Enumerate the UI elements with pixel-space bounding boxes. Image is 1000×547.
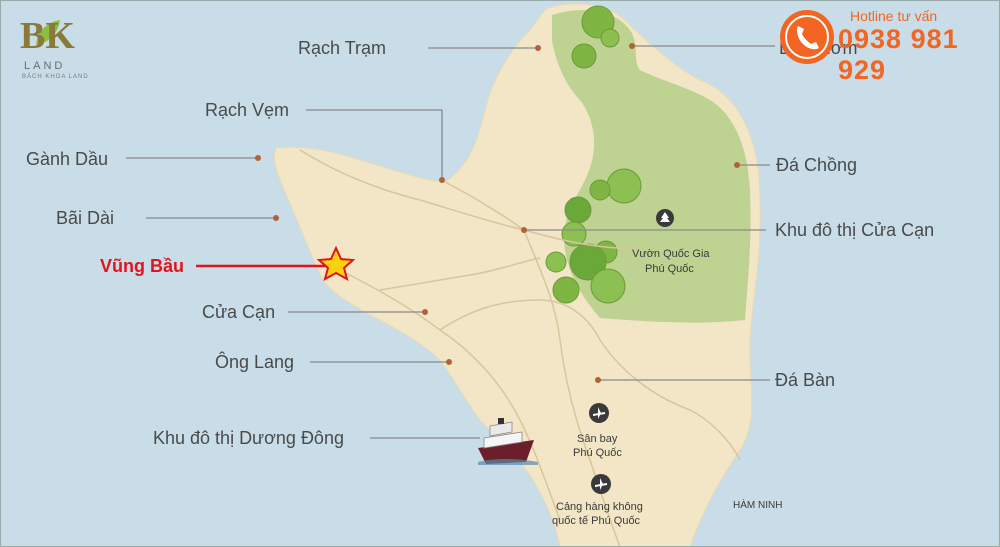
leaf-icon (36, 20, 60, 44)
label-bai-dai: Bãi Dài (56, 208, 114, 228)
label-ham-ninh: HÀM NINH (733, 498, 782, 511)
label-rach-tram: Rạch Trạm (298, 38, 386, 58)
label-rach-vem: Rạch Vẹm (205, 100, 289, 120)
logo-subtitle: BÁCH KHOA LAND (22, 74, 89, 80)
airport-name-line2: Phú Quốc (573, 447, 622, 459)
park-name-line2: Phú Quốc (645, 263, 694, 275)
star-icon (316, 245, 356, 282)
label-ganh-dau: Gành Dầu (26, 149, 108, 169)
intl-airport-line2: quốc tế Phú Quốc (552, 515, 641, 527)
label-cua-can: Cửa Cạn (202, 302, 275, 322)
hotline-title: Hotline tư vấn (850, 8, 938, 24)
location-dots (255, 43, 740, 383)
ship-icon (478, 418, 538, 465)
intl-airport-line1: Cảng hàng không (556, 501, 643, 513)
park-name-line1: Vườn Quốc Gia (632, 248, 710, 260)
leader-lines (126, 45, 775, 439)
label-ong-lang: Ông Lang (215, 351, 294, 372)
airport-name-line1: Sân bay (577, 433, 618, 445)
label-da-chong: Đá Chồng (776, 155, 857, 175)
bk-land-logo: BK LAND BÁCH KHOA LAND (14, 12, 94, 84)
label-khu-do-thi-duong-dong: Khu đô thị Dương Đông (153, 428, 344, 448)
tree-icon (656, 209, 674, 227)
label-khu-do-thi-cua-can: Khu đô thị Cửa Cạn (775, 220, 934, 240)
tree-cluster (545, 5, 642, 304)
label-vung-bau: Vũng Bầu (100, 256, 184, 276)
plane-icon-intl (591, 474, 611, 494)
plane-icon (589, 403, 609, 423)
phone-icon (780, 10, 834, 64)
label-da-ban: Đá Bàn (775, 370, 835, 390)
hotline-number[interactable]: 0938 981 929 (838, 24, 959, 85)
road-network (299, 149, 741, 547)
logo-letters: BK (20, 15, 75, 57)
logo-word: LAND (24, 60, 66, 72)
